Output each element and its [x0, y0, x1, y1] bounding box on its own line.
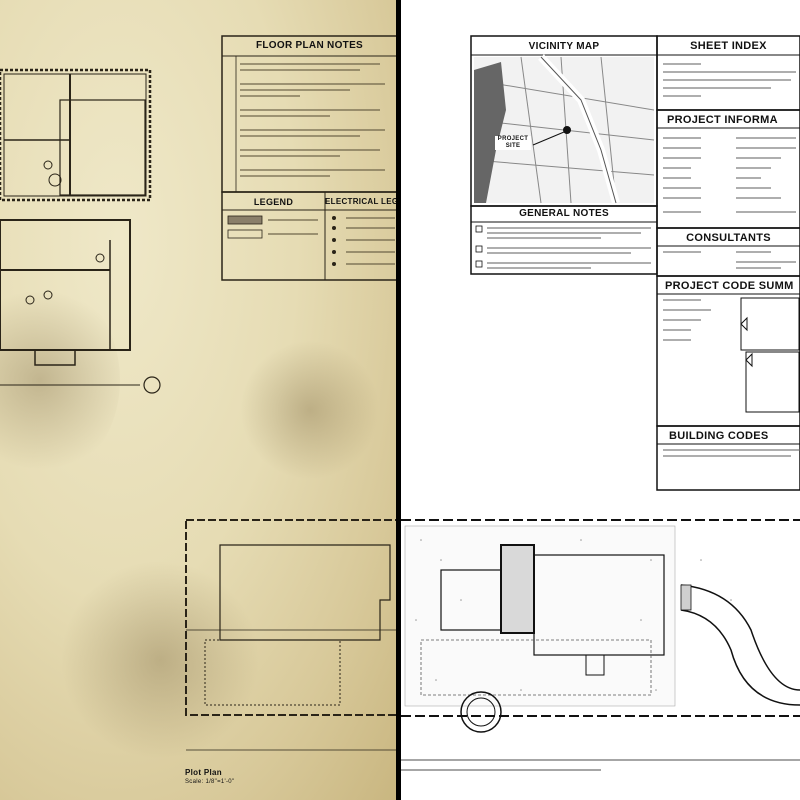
title-sheet-drawing — [401, 35, 800, 771]
plot-plan-title: Plot Plan — [185, 768, 222, 777]
legend-title: LEGEND — [253, 197, 294, 207]
building-codes-title: BUILDING CODES — [669, 430, 769, 442]
floor-plan-drawing — [0, 35, 397, 751]
code-summary-title: PROJECT CODE SUMM — [665, 280, 794, 292]
electrical-legend-title: ELECTRICAL LEGEND — [325, 197, 397, 206]
vicinity-map-title: VICINITY MAP — [528, 41, 600, 52]
plot-plan-scale: Scale: 1/8"=1'-0" — [185, 779, 235, 785]
sheet-index-title: SHEET INDEX — [690, 40, 767, 52]
project-site-label: PROJECT SITE — [495, 136, 531, 150]
consultants-title: CONSULTANTS — [686, 232, 771, 244]
paper-stain — [60, 560, 260, 760]
clean-plan-panel: VICINITY MAP PROJECT SITE GENERAL NOTES … — [401, 0, 800, 800]
general-notes-title: GENERAL NOTES — [519, 208, 609, 219]
aged-plan-panel: FLOOR PLAN NOTES LEGEND ELECTRICAL LEGEN… — [0, 0, 397, 800]
split-divider — [396, 0, 401, 800]
paper-stain — [240, 340, 380, 480]
floor-plan-notes-title: FLOOR PLAN NOTES — [255, 40, 364, 51]
project-info-title: PROJECT INFORMA — [667, 114, 778, 126]
